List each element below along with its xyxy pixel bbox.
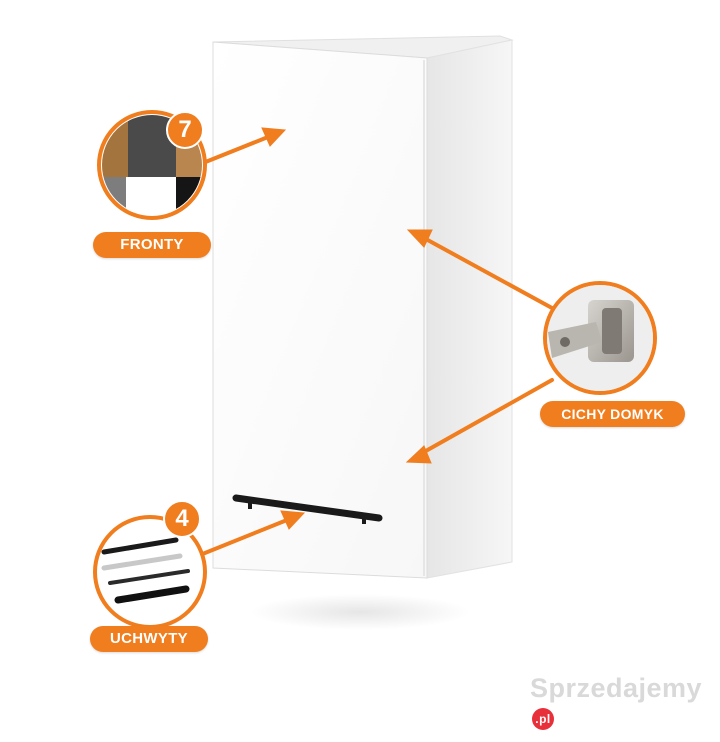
handle-icon (93, 515, 207, 629)
arrow-icon (198, 510, 306, 557)
cichy-domyk-label: CICHY DOMYK (540, 401, 685, 427)
uchwyty-label: UCHWYTY (90, 626, 208, 652)
fronty-label: FRONTY (93, 232, 211, 258)
arrow-icon (201, 127, 287, 165)
cabinet-door (212, 41, 428, 579)
watermark: Sprzedajemy .pl (530, 670, 720, 730)
fronty-count-badge: 7 (166, 111, 204, 149)
product-image: 7 FRONTY CICHY DOMYK 4 UCHWYTY Sprzedaje… (90, 35, 720, 730)
cabinet-illustration (93, 35, 657, 630)
watermark-text: Sprzedajemy (530, 673, 703, 703)
arrow-icon (406, 229, 554, 310)
arrow-icon (405, 378, 554, 464)
door-handle (232, 494, 383, 524)
cabinet-side (426, 39, 513, 579)
uchwyty-count-badge: 4 (163, 500, 201, 538)
color-swatch-icon (97, 110, 207, 220)
hinge-icon (543, 281, 657, 395)
cabinet-shadow (250, 594, 470, 630)
watermark-suffix: .pl (532, 708, 554, 730)
